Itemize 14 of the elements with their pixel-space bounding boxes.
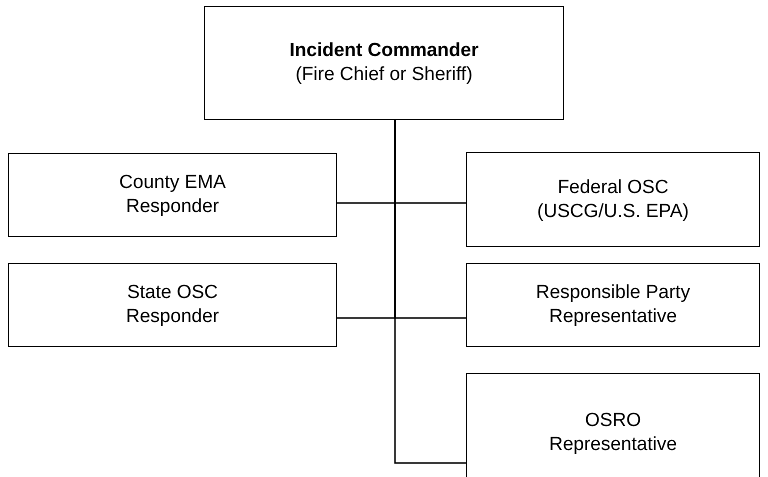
box-text: County EMA Responder <box>118 171 227 219</box>
role-box <box>466 263 760 347</box>
box-text: State OSC Responder <box>125 281 220 329</box>
commander-box <box>204 6 564 120</box>
role-box <box>466 152 760 247</box>
box-text: Federal OSC (USCG/U.S. EPA) <box>536 176 690 224</box>
box-text: (Fire Chief or Sheriff) <box>295 63 473 87</box>
box-title: Incident Commander <box>290 39 478 63</box>
connector-line <box>394 120 466 464</box>
role-box <box>8 263 337 347</box>
box-text: OSRO Representative <box>548 409 678 457</box>
role-box <box>8 153 337 237</box>
role-box <box>466 373 760 477</box>
box-text: Responsible Party Representative <box>534 281 692 329</box>
